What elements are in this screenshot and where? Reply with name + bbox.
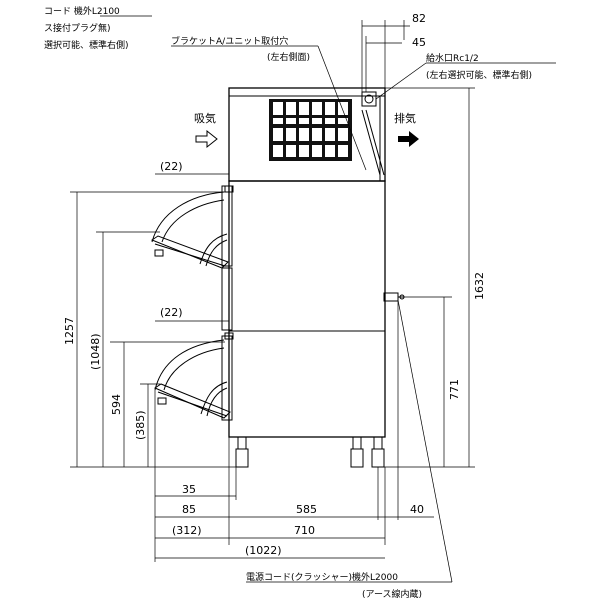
lower-door bbox=[221, 335, 233, 421]
dim-1257: 1257 bbox=[63, 317, 76, 345]
dim-22: (22) (22) bbox=[155, 160, 229, 322]
exhaust-label: 排気 bbox=[394, 111, 416, 125]
lower-cabinet bbox=[228, 180, 386, 438]
cord-note-line3: 選択可能、標準右側) bbox=[44, 39, 129, 51]
cord-note-line2: ス接付プラグ無) bbox=[44, 22, 111, 34]
upper-door-swing bbox=[150, 191, 229, 269]
dim-771: 771 bbox=[448, 379, 461, 400]
dim-312: (312) bbox=[172, 524, 202, 537]
dim-22-lower: (22) bbox=[160, 306, 183, 319]
exhaust-arrow: 排気 bbox=[394, 111, 419, 147]
dim-top: 82 45 bbox=[361, 12, 426, 92]
dim-45: 45 bbox=[412, 36, 426, 49]
dim-385: (385) bbox=[134, 410, 147, 440]
dim-40: 40 bbox=[410, 503, 424, 516]
upper-door bbox=[221, 185, 233, 267]
dim-left-vertical: 1257 (1048) 594 (385) bbox=[63, 191, 236, 468]
rear-connection bbox=[383, 292, 405, 302]
leg-middle bbox=[352, 436, 362, 450]
dim-35: 35 bbox=[182, 483, 196, 496]
dim-right-vertical: 1632 771 bbox=[384, 87, 486, 468]
intake-arrow: 吸気 bbox=[194, 111, 218, 149]
leg-front bbox=[237, 436, 247, 450]
power-cord-label: 電源コード(クラッシャー)機外L2000 bbox=[246, 571, 398, 583]
dim-bottom: 35 85 585 40 (312) 710 (1022) bbox=[154, 300, 434, 562]
power-cord-sub-label: (アース線内蔵) bbox=[362, 588, 422, 600]
bracket-sub-label: (左右側面) bbox=[267, 51, 310, 63]
water-inlet-sub-label: (左右選択可能、標準右側) bbox=[426, 69, 532, 81]
cabinet-body bbox=[221, 87, 386, 438]
power-cord-note: 電源コード(クラッシャー)機外L2000 (アース線内蔵) bbox=[246, 299, 453, 600]
dim-1022: (1022) bbox=[245, 544, 282, 557]
middle-door bbox=[221, 267, 233, 331]
dim-1048: (1048) bbox=[89, 333, 102, 370]
condenser-grille bbox=[269, 99, 352, 161]
leg-rear bbox=[373, 436, 383, 450]
dim-1632: 1632 bbox=[473, 272, 486, 300]
dim-85: 85 bbox=[182, 503, 196, 516]
bracket-note: ブラケットA/ユニット取付穴 (左右側面) bbox=[171, 35, 367, 171]
dim-585: 585 bbox=[296, 503, 317, 516]
bracket-label: ブラケットA/ユニット取付穴 bbox=[171, 35, 288, 47]
dim-82: 82 bbox=[412, 12, 426, 25]
water-inlet-fitting bbox=[361, 91, 385, 176]
dim-22-upper: (22) bbox=[160, 160, 183, 173]
water-inlet-note: 給水口Rc1/2 (左右選択可能、標準右側) bbox=[375, 52, 556, 100]
water-inlet-label: 給水口Rc1/2 bbox=[426, 52, 479, 64]
lower-door-swing bbox=[153, 339, 231, 419]
legs bbox=[235, 436, 385, 468]
cord-note-line1: コード 機外L2100 bbox=[44, 5, 120, 17]
dim-594: 594 bbox=[110, 394, 123, 415]
intake-label: 吸気 bbox=[194, 111, 216, 125]
cord-note-top: コード 機外L2100 ス接付プラグ無) 選択可能、標準右側) bbox=[44, 5, 152, 51]
dim-710: 710 bbox=[294, 524, 315, 537]
